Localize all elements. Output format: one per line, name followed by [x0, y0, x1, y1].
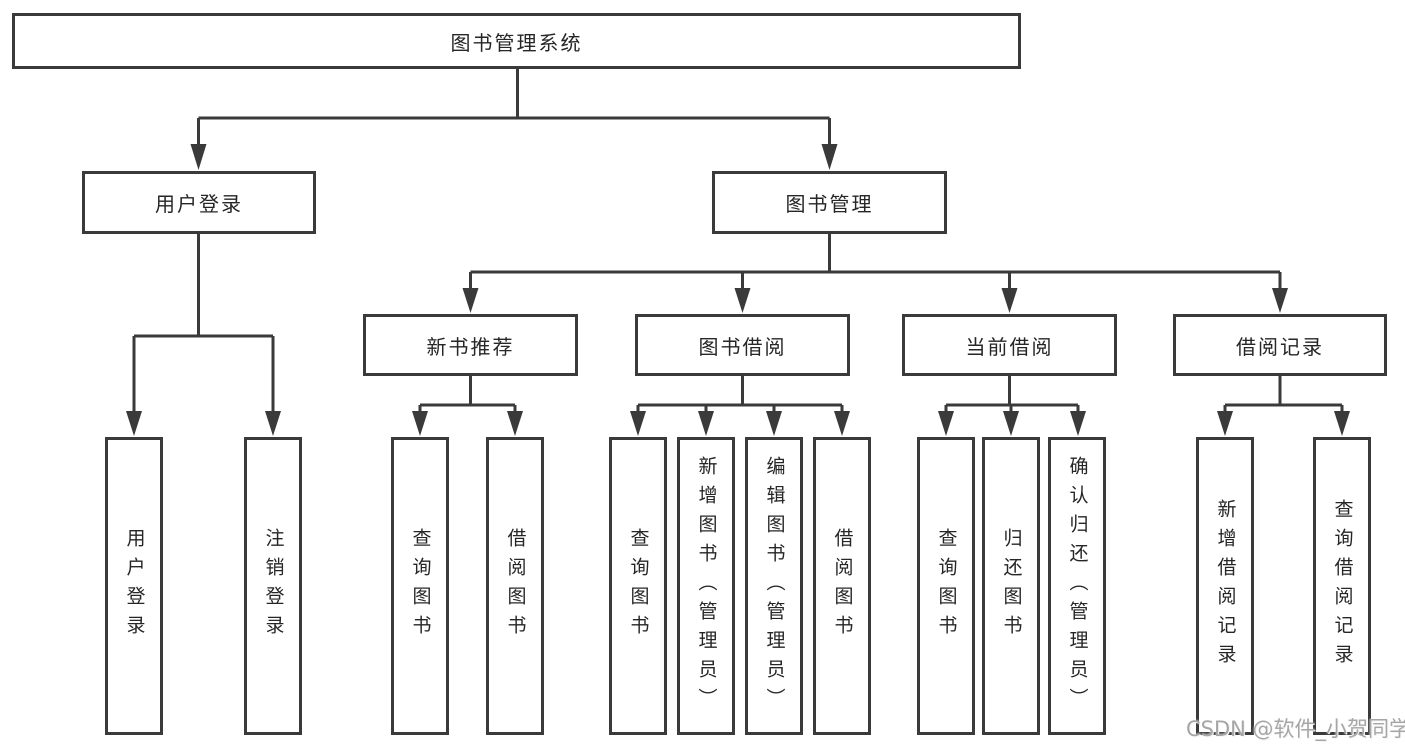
- leaf-edit-book-admin: 编辑图书（管理员）: [745, 437, 803, 735]
- node-user-login: 用户登录: [82, 171, 316, 234]
- leaf-query-books-recommend: 查询图书: [391, 437, 449, 735]
- leaf-add-book-admin: 新增图书（管理员）: [677, 437, 735, 735]
- node-book-borrowing-label: 图书借阅: [698, 334, 787, 359]
- leaf-borrow-books-borrowing: 借阅图书: [813, 437, 871, 735]
- node-current-borrowing-label: 当前借阅: [965, 334, 1054, 359]
- node-root: 图书管理系统: [12, 13, 1021, 69]
- leaf-edit-book-admin-label: 编辑图书（管理员）: [763, 455, 786, 717]
- watermark-csdn: CSDN @软件_小贺同学: [1186, 717, 1405, 741]
- leaf-query-books-borrowing-label: 查询图书: [627, 528, 650, 644]
- leaf-confirm-return-admin: 确认归还（管理员）: [1048, 437, 1106, 735]
- leaf-user-login: 用户登录: [105, 437, 163, 735]
- node-current-borrowing: 当前借阅: [902, 314, 1117, 376]
- leaf-query-borrow-record: 查询借阅记录: [1313, 437, 1371, 735]
- leaf-user-login-label: 用户登录: [123, 528, 146, 644]
- leaf-borrow-books-recommend: 借阅图书: [486, 437, 544, 735]
- node-book-borrowing: 图书借阅: [635, 314, 850, 376]
- node-book-management-label: 图书管理: [785, 192, 874, 216]
- node-new-book-recommend: 新书推荐: [363, 314, 578, 376]
- leaf-query-books-current: 查询图书: [917, 437, 975, 735]
- leaf-logout-label: 注销登录: [262, 528, 285, 644]
- leaf-borrow-books-recommend-label: 借阅图书: [504, 528, 527, 644]
- leaf-add-borrow-record-label: 新增借阅记录: [1214, 499, 1237, 673]
- leaf-query-books-recommend-label: 查询图书: [409, 528, 432, 644]
- leaf-return-book: 归还图书: [982, 437, 1040, 735]
- leaf-borrow-books-borrowing-label: 借阅图书: [831, 528, 854, 644]
- node-borrowing-records-label: 借阅记录: [1236, 334, 1324, 359]
- node-borrowing-records: 借阅记录: [1173, 314, 1387, 376]
- leaf-add-borrow-record: 新增借阅记录: [1196, 437, 1254, 735]
- node-book-management: 图书管理: [712, 171, 947, 234]
- leaf-query-borrow-record-label: 查询借阅记录: [1331, 499, 1354, 673]
- node-new-book-recommend-label: 新书推荐: [426, 334, 515, 359]
- leaf-confirm-return-admin-label: 确认归还（管理员）: [1066, 455, 1089, 717]
- leaf-return-book-label: 归还图书: [1000, 528, 1023, 644]
- arrowheads: [126, 144, 1350, 436]
- leaf-query-books-borrowing: 查询图书: [609, 437, 667, 735]
- node-user-login-label: 用户登录: [155, 192, 243, 216]
- leaf-query-books-current-label: 查询图书: [935, 528, 958, 644]
- leaf-logout: 注销登录: [244, 437, 302, 735]
- node-root-label: 图书管理系统: [450, 30, 583, 55]
- leaf-add-book-admin-label: 新增图书（管理员）: [695, 455, 718, 717]
